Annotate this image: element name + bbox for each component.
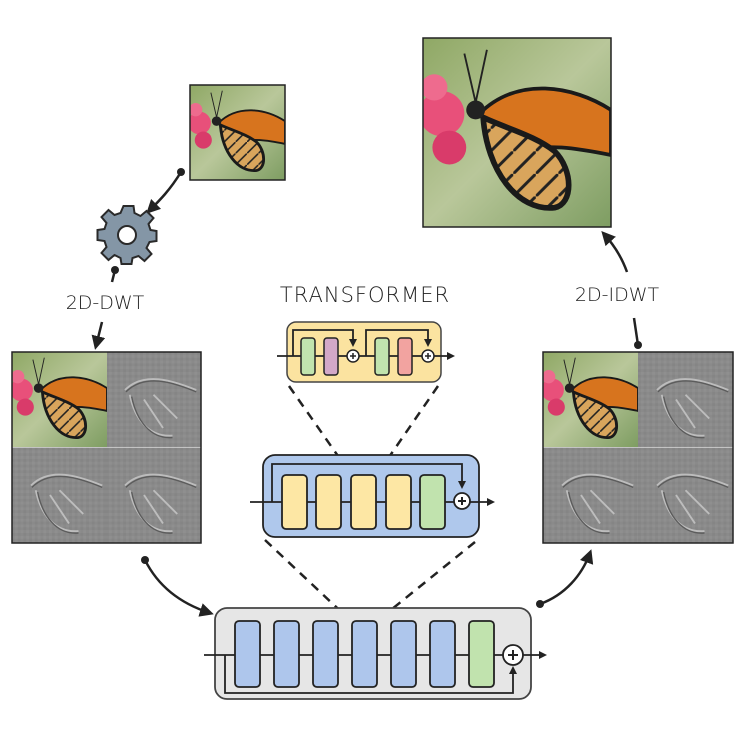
arrow-icon xyxy=(601,231,629,273)
plus-icon xyxy=(502,644,524,666)
arrow-icon xyxy=(539,549,594,606)
transformer-layer xyxy=(281,474,308,530)
transformer-layer xyxy=(385,474,412,530)
layer-norm-block xyxy=(374,337,390,376)
mlp-block xyxy=(397,337,413,376)
conv-layer xyxy=(468,620,495,688)
arrow-icon xyxy=(146,171,183,214)
backbone-block xyxy=(204,607,547,700)
transformer-layer xyxy=(350,474,377,530)
conv-layer xyxy=(419,474,446,530)
input-image xyxy=(189,84,286,181)
residual-group-block xyxy=(250,454,495,538)
attention-block xyxy=(323,337,339,376)
transformer-layer xyxy=(315,474,342,530)
arrow-icon xyxy=(143,559,214,617)
plus-icon xyxy=(421,349,435,363)
residual-group xyxy=(390,620,417,688)
connector-line xyxy=(110,269,117,283)
arrow-icon xyxy=(91,321,106,350)
connector-line xyxy=(632,317,640,346)
transformer-block xyxy=(277,321,455,383)
residual-group xyxy=(234,620,261,688)
residual-group xyxy=(429,620,456,688)
gear-icon xyxy=(96,205,158,265)
residual-group xyxy=(351,620,378,688)
idwt-label: 2D-IDWT xyxy=(575,284,660,306)
residual-group xyxy=(273,620,300,688)
plus-icon xyxy=(453,492,471,510)
residual-group xyxy=(312,620,339,688)
transformer-label: TRANSFORMER xyxy=(280,283,450,307)
plus-icon xyxy=(346,349,360,363)
output-image xyxy=(422,37,612,228)
dwt-label: 2D-DWT xyxy=(66,292,145,314)
processed-subbands-image xyxy=(542,351,734,544)
layer-norm-block xyxy=(300,337,316,376)
dwt-subbands-image xyxy=(11,351,202,544)
